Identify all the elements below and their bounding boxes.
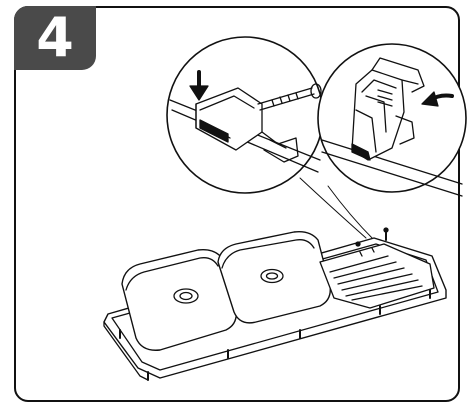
curved-arrow-icon bbox=[421, 91, 454, 107]
leader-line-right bbox=[327, 185, 375, 241]
detail-circle-right bbox=[317, 43, 467, 197]
sink-assembly bbox=[103, 227, 447, 381]
step-badge: 4 bbox=[14, 6, 96, 70]
step-number: 4 bbox=[36, 6, 74, 69]
down-arrow-icon bbox=[189, 70, 209, 101]
detail-circle-left bbox=[166, 36, 324, 194]
leader-line-left bbox=[299, 177, 367, 239]
